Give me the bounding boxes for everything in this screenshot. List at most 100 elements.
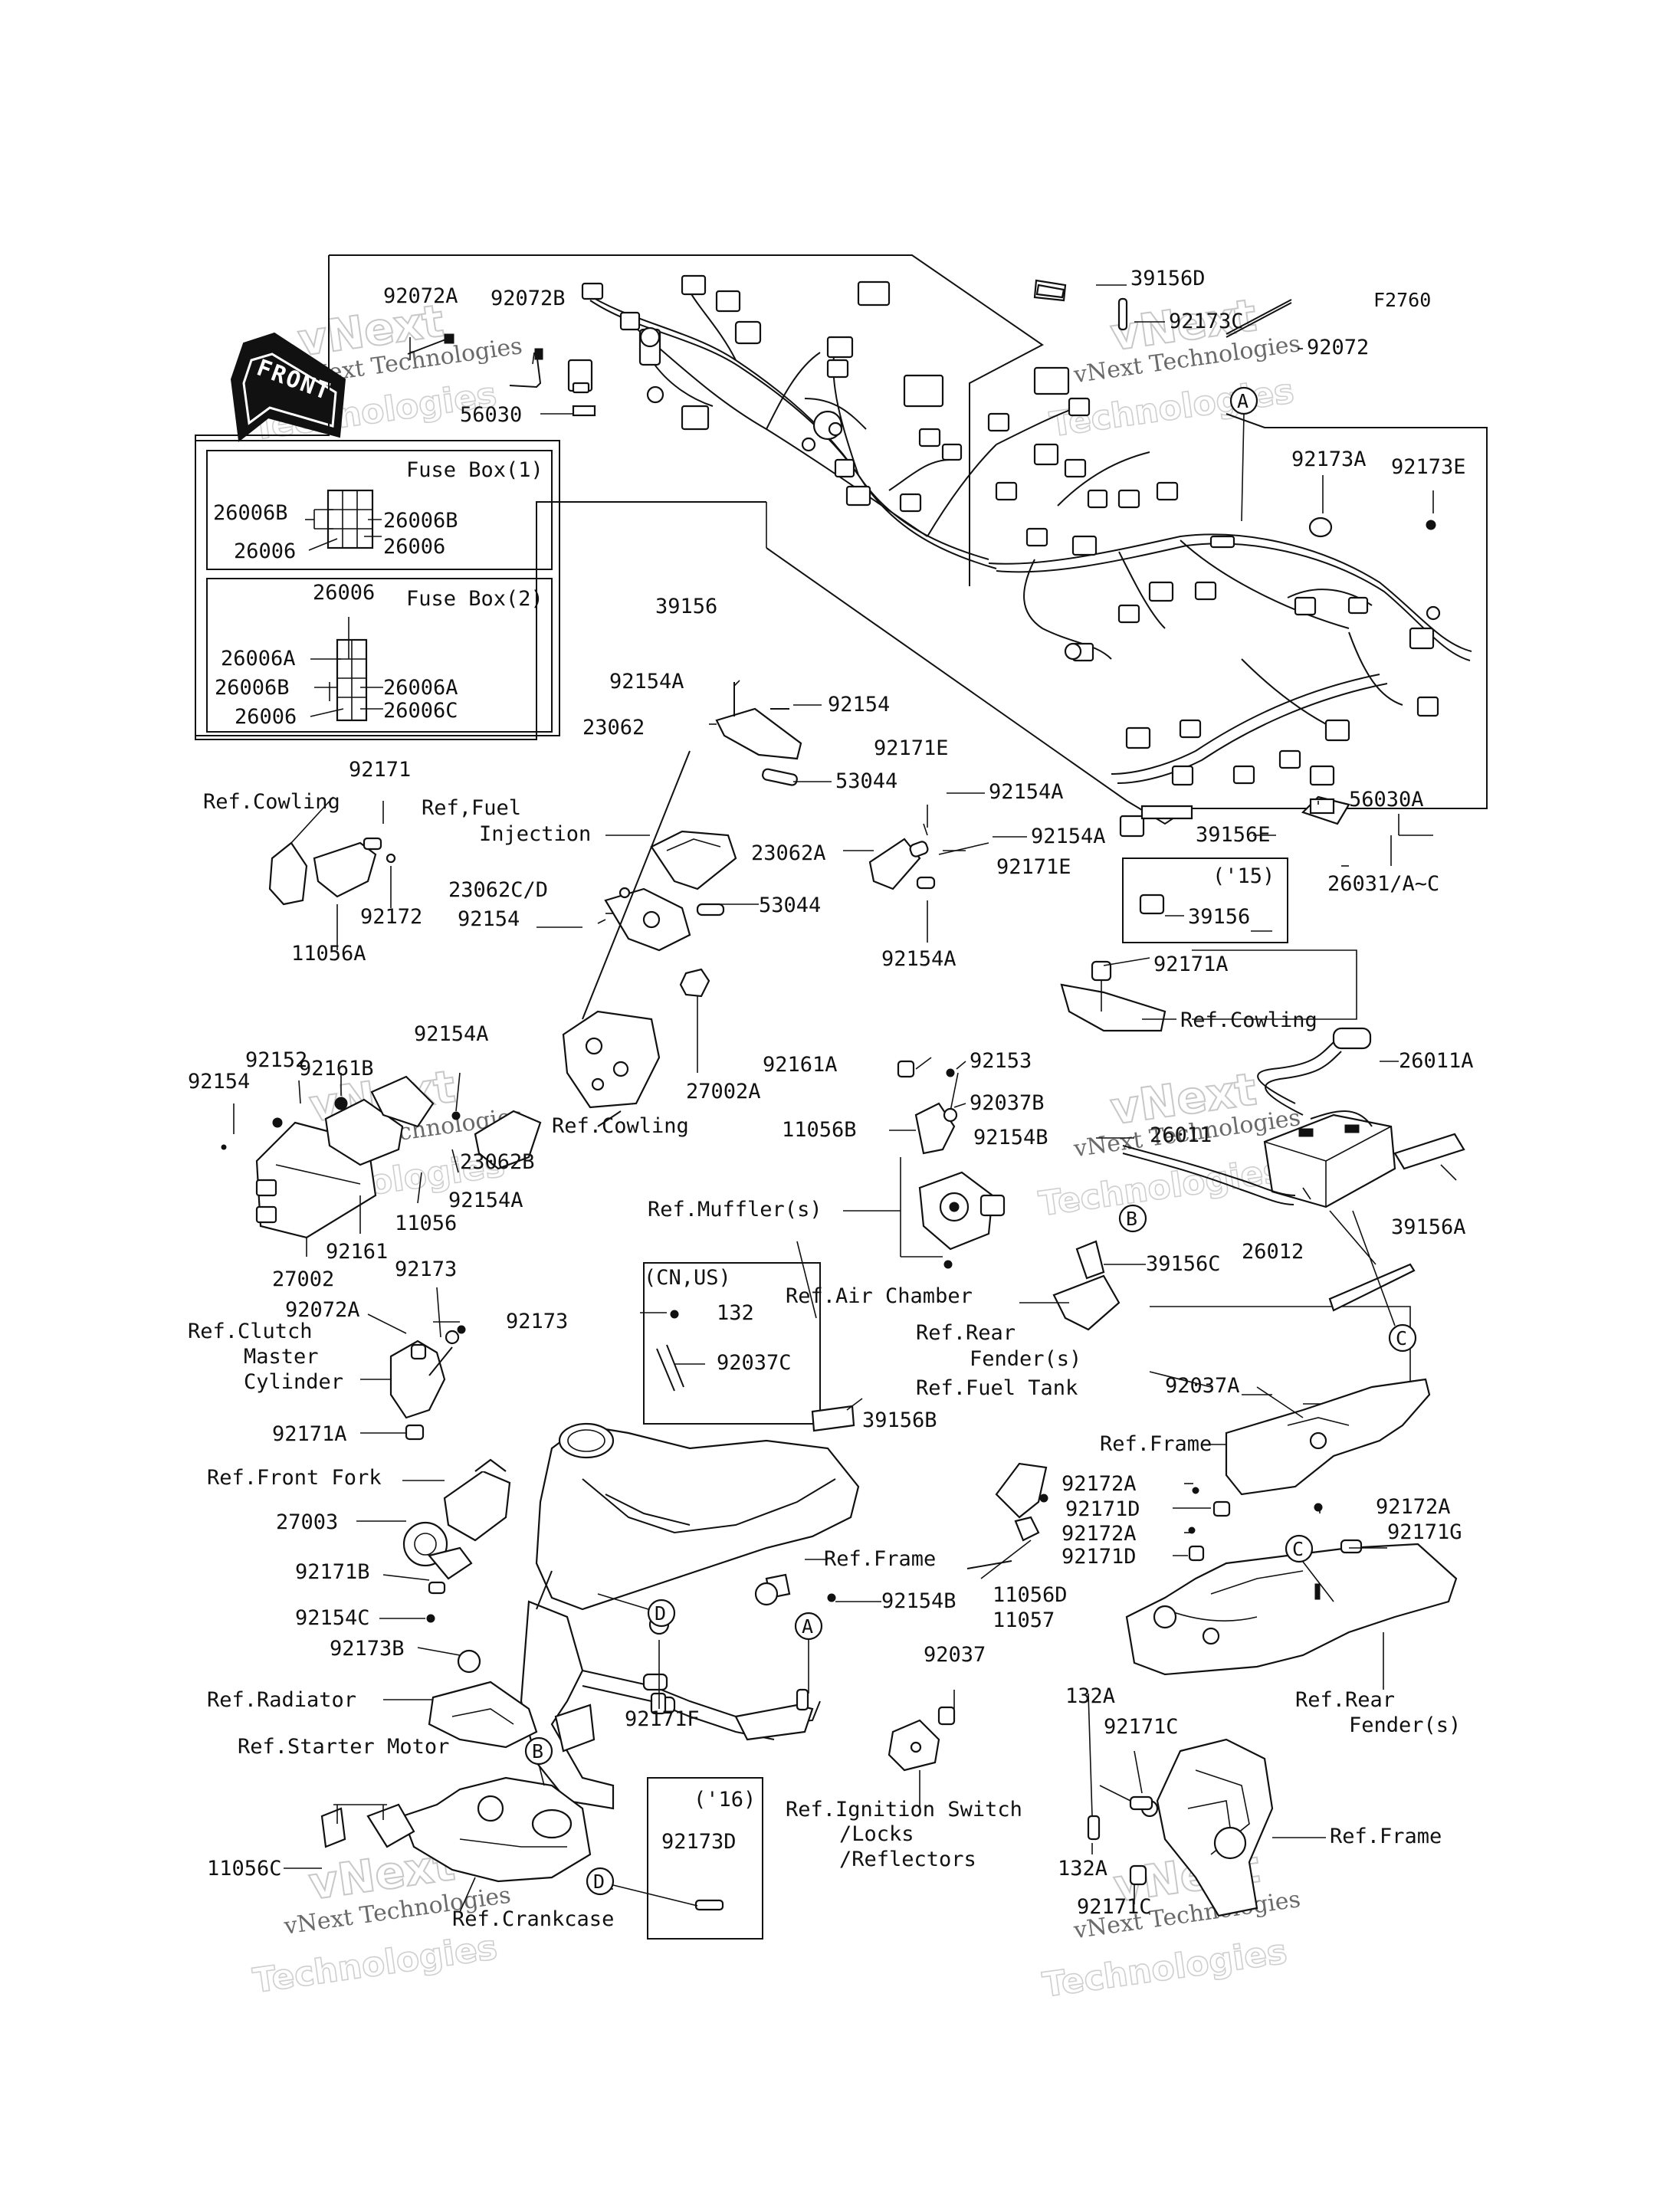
- muffler-bracket: [897, 1060, 1006, 1269]
- fuse-label: 26006C: [383, 699, 458, 723]
- part-label: 92171G: [1387, 1520, 1462, 1544]
- part-label: Ref.Muffler(s): [648, 1198, 822, 1221]
- part-label: 92154A: [989, 780, 1064, 804]
- fuse-label: 26006: [313, 581, 375, 605]
- callout-letter: D: [593, 1871, 605, 1893]
- battery-26012: [1263, 1113, 1396, 1208]
- strap-39156C: [1075, 1240, 1416, 1312]
- part-label: 39156E: [1196, 823, 1271, 847]
- misc-small-items: [656, 795, 1350, 1911]
- part-label: 11056C: [207, 1857, 282, 1881]
- part-label: Ref.Clutch: [188, 1320, 313, 1343]
- callout-A-bottom: A: [794, 1612, 823, 1694]
- front-arrow-icon: FRONT: [230, 332, 346, 442]
- part-label: 92037B: [970, 1091, 1045, 1115]
- part-label: Master: [244, 1345, 319, 1369]
- part-label: 92171A: [272, 1422, 347, 1446]
- part-label: 92072A: [383, 284, 458, 308]
- part-label: 92161: [326, 1240, 388, 1264]
- part-label: 92154: [458, 907, 520, 931]
- part-label: Ref.Frame: [824, 1547, 936, 1571]
- rear-frame-bracket: [1087, 1738, 1274, 1917]
- callout-D-left: D: [597, 1593, 676, 1628]
- part-label: 92154: [188, 1070, 250, 1094]
- fuse-label: 26006: [234, 539, 296, 563]
- part-label: 26011: [1150, 1123, 1212, 1147]
- part-label: 132A: [1058, 1857, 1107, 1881]
- part-label: 92152: [245, 1048, 307, 1072]
- fuel-injection-cover: [650, 830, 737, 890]
- part-label: 92173C: [1169, 310, 1244, 333]
- part-label: 53044: [759, 894, 821, 917]
- variant-16-title: ('16): [694, 1788, 756, 1812]
- part-label: 92173A: [1291, 448, 1367, 471]
- wiring-harness: [581, 274, 1472, 786]
- bracket-23062: [715, 682, 802, 786]
- part-label: 56030: [460, 403, 522, 427]
- part-label: 27002: [272, 1267, 334, 1291]
- variant-box-15: [1122, 857, 1288, 943]
- part-label: 92173D: [661, 1830, 737, 1854]
- variant-cn-us-title: (CN,US): [644, 1266, 731, 1290]
- part-label: 92154C: [295, 1606, 370, 1630]
- part-label: Ref.Starter Motor: [238, 1735, 449, 1759]
- variant-15-title: ('15): [1212, 864, 1275, 888]
- fuse-label: 26006A: [221, 647, 296, 671]
- part-label: 92172A: [1061, 1522, 1137, 1546]
- part-label: 11056: [395, 1212, 457, 1235]
- part-label: 92172A: [1376, 1495, 1451, 1519]
- part-label: 92154B: [881, 1589, 956, 1613]
- part-label: 92173E: [1391, 455, 1466, 479]
- variant-box-cn-us: [643, 1262, 821, 1425]
- part-label: 92161B: [299, 1057, 374, 1080]
- callout-letter: A: [802, 1615, 813, 1638]
- callout-A-top: A: [1229, 386, 1258, 522]
- part-label: Ref,Fuel: [422, 796, 521, 820]
- part-label: 26012: [1242, 1240, 1304, 1264]
- callout-C-top: C: [1352, 1210, 1417, 1353]
- part-label: 39156B: [862, 1408, 937, 1432]
- callout-letter: B: [532, 1740, 543, 1763]
- part-label: 92172A: [1061, 1472, 1137, 1496]
- part-label: 92171D: [1061, 1545, 1137, 1569]
- part-label: 23062B: [460, 1150, 535, 1174]
- bracket-23062B: [451, 1110, 542, 1170]
- part-label: 23062A: [751, 841, 826, 865]
- part-label: Ref.Frame: [1330, 1825, 1442, 1848]
- part-label: Ref.Fuel Tank: [916, 1376, 1078, 1400]
- leader-lines: [233, 284, 1457, 1913]
- part-label: 92072B: [491, 287, 566, 310]
- part-label: Ref.Radiator: [207, 1688, 356, 1712]
- part-label: 92072: [1307, 336, 1369, 359]
- part-label: 92173B: [330, 1637, 405, 1661]
- part-label: Ref.Air Chamber: [786, 1284, 973, 1308]
- part-label: 92154A: [881, 947, 956, 971]
- part-label: 92037: [924, 1643, 986, 1667]
- part-label: Ref.Ignition Switch: [786, 1798, 1022, 1822]
- part-label: 23062C/D: [448, 878, 548, 902]
- part-label: 92171: [349, 758, 411, 782]
- fuse-label: 26006A: [383, 676, 458, 700]
- part-label: 27002A: [686, 1080, 761, 1103]
- fuse-label: 26006: [383, 535, 445, 559]
- part-label: 92171C: [1077, 1895, 1152, 1919]
- starter-crankcase: [320, 1776, 592, 1883]
- callout-B-bottom: B: [524, 1736, 553, 1786]
- fuse-label: 26006B: [215, 676, 290, 700]
- part-label: 39156C: [1146, 1252, 1221, 1276]
- fuse-label: 26006B: [383, 509, 458, 533]
- part-label: 92171C: [1104, 1715, 1179, 1739]
- part-label: 11057: [993, 1608, 1055, 1632]
- part-label: Injection: [479, 822, 591, 846]
- variant-box-16: [647, 1777, 763, 1940]
- part-label: 39156D: [1130, 267, 1206, 290]
- part-label: 39156: [1188, 905, 1250, 929]
- part-label: 92154A: [1031, 825, 1106, 848]
- part-label: 39156: [655, 595, 717, 618]
- fuse-box-2-icon: [310, 617, 383, 722]
- part-label: 92037A: [1165, 1374, 1240, 1398]
- part-label: 92171A: [1153, 953, 1229, 976]
- part-label: Ref.Front Fork: [207, 1466, 382, 1490]
- watermark-text: Technologies: [1036, 1151, 1285, 1224]
- part-label: Ref.Crankcase: [452, 1907, 614, 1931]
